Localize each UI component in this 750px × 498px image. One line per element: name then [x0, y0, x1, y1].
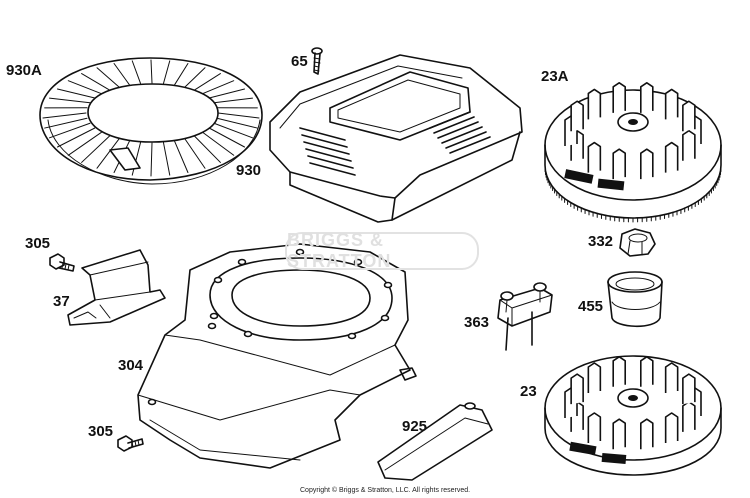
brand-watermark: BRIGGS & STRATTON: [285, 230, 479, 271]
callout-65: 65: [291, 53, 308, 70]
copyright-notice: Copyright © Briggs & Stratton, LLC. All …: [300, 487, 471, 494]
baffle-part: [377, 402, 493, 481]
callout-925: 925: [402, 418, 428, 435]
callout-304: 304: [118, 357, 144, 374]
callout-23: 23: [520, 383, 537, 400]
blower-housing-part: [137, 243, 417, 469]
flywheel-part-lower: [544, 355, 722, 476]
callout-930: 930: [236, 162, 262, 179]
callout-363: 363: [464, 314, 490, 331]
starter-cup-part: [607, 271, 663, 328]
ignition-bracket-part: [497, 282, 553, 351]
callout-930A: 930A: [6, 62, 42, 79]
blower-cover-part: [269, 54, 523, 223]
callout-332: 332: [588, 233, 614, 250]
screw-part: [311, 47, 323, 75]
callout-455: 455: [578, 298, 604, 315]
air-guide-part: [67, 249, 166, 326]
bolt-part-lower: [117, 435, 144, 452]
callout-305-lower: 305: [88, 423, 114, 440]
flywheel-part: [544, 82, 722, 223]
rotating-screen-part: [39, 57, 263, 185]
flywheel-nut-part: [619, 228, 656, 257]
callout-23A: 23A: [541, 68, 569, 85]
bolt-part-upper: [49, 253, 75, 272]
callout-305-upper: 305: [25, 235, 51, 252]
callout-37: 37: [53, 293, 70, 310]
